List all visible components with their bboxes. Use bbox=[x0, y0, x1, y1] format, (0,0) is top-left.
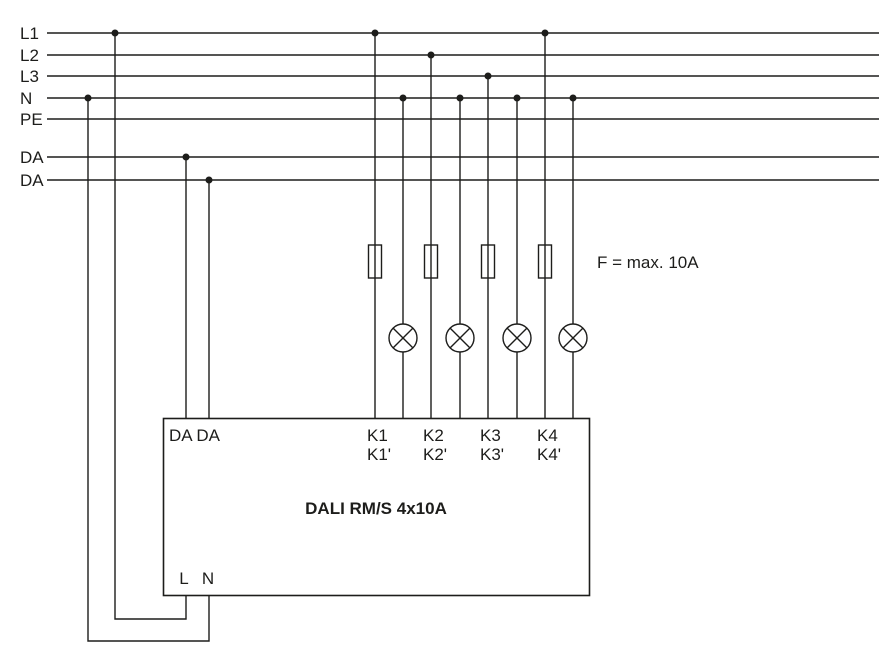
module-terminal-labels: DA DA K1 K1' K2 K2' K3 K3' K4 K4' L N bbox=[169, 426, 561, 588]
junction-dot bbox=[569, 94, 577, 102]
terminal-label-l: L bbox=[179, 569, 188, 588]
wires bbox=[87, 33, 574, 642]
fuse-icon bbox=[537, 244, 553, 279]
wire-l1-to-l-terminal bbox=[114, 33, 187, 620]
module-title: DALI RM/S 4x10A bbox=[305, 499, 447, 518]
bus-label-l2: L2 bbox=[20, 46, 39, 65]
bus-label-da1: DA bbox=[20, 148, 44, 167]
junction-dots bbox=[84, 29, 577, 184]
junction-dot bbox=[84, 94, 92, 102]
fuse-note: F = max. 10A bbox=[597, 253, 699, 272]
junction-dot bbox=[371, 29, 379, 37]
terminal-label-k1-prime: K1' bbox=[367, 445, 391, 464]
lamp-icon bbox=[502, 323, 532, 353]
junction-dot bbox=[513, 94, 521, 102]
fuse-icon bbox=[423, 244, 439, 279]
fuses bbox=[367, 244, 553, 279]
fuse-icon bbox=[367, 244, 383, 279]
junction-dot bbox=[205, 176, 213, 184]
junction-dot bbox=[399, 94, 407, 102]
terminal-label-k1: K1 bbox=[367, 426, 388, 445]
bus-label-l1: L1 bbox=[20, 24, 39, 43]
lamp-icon bbox=[558, 323, 588, 353]
bus-labels: L1 L2 L3 N PE DA DA bbox=[20, 24, 44, 190]
terminal-label-k3-prime: K3' bbox=[480, 445, 504, 464]
terminal-label-k4-prime: K4' bbox=[537, 445, 561, 464]
bus-lines bbox=[47, 32, 879, 181]
junction-dot bbox=[111, 29, 119, 37]
terminal-label-k3: K3 bbox=[480, 426, 501, 445]
terminal-label-k2-prime: K2' bbox=[423, 445, 447, 464]
lamps bbox=[388, 323, 588, 353]
junction-dot bbox=[182, 153, 190, 161]
bus-label-n: N bbox=[20, 89, 32, 108]
junction-dot bbox=[456, 94, 464, 102]
lamp-icon bbox=[388, 323, 418, 353]
module-box bbox=[162, 417, 591, 597]
bus-label-pe: PE bbox=[20, 110, 43, 129]
bus-label-l3: L3 bbox=[20, 67, 39, 86]
bus-label-da2: DA bbox=[20, 171, 44, 190]
junction-dot bbox=[484, 72, 492, 80]
terminal-label-k4: K4 bbox=[537, 426, 558, 445]
fuse-icon bbox=[480, 244, 496, 279]
junction-dot bbox=[427, 51, 435, 59]
da-terminals-label: DA DA bbox=[169, 426, 221, 445]
lamp-icon bbox=[445, 323, 475, 353]
terminal-label-k2: K2 bbox=[423, 426, 444, 445]
junction-dot bbox=[541, 29, 549, 37]
terminal-label-n: N bbox=[202, 569, 214, 588]
wire-n-to-n-terminal bbox=[87, 98, 210, 642]
